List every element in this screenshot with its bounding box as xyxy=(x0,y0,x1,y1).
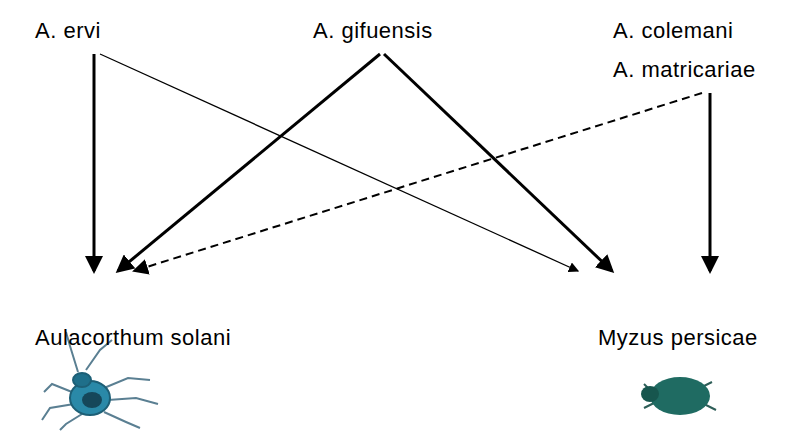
host-arrow xyxy=(134,93,702,271)
aphid-leg xyxy=(44,384,72,392)
species-label-node: A. ervi xyxy=(35,18,101,44)
aphid-body xyxy=(650,377,710,415)
species-label-node: A. matricariae xyxy=(613,57,756,83)
species-name: A. colemani xyxy=(613,18,733,44)
species-name: A. matricariae xyxy=(613,57,756,83)
aphid-leg xyxy=(104,412,140,428)
host-arrow xyxy=(118,54,380,271)
aphid-head xyxy=(641,386,659,402)
aphid-leg xyxy=(108,398,158,404)
species-label-node: Aulacorthum solani xyxy=(35,325,231,351)
species-label-node: A. gifuensis xyxy=(313,18,433,44)
aphid-leg xyxy=(60,414,82,430)
aphid-leg xyxy=(104,378,150,388)
species-name: Myzus persicae xyxy=(598,325,758,351)
species-name: Aulacorthum solani xyxy=(35,325,231,351)
species-label-node: Myzus persicae xyxy=(598,325,758,351)
species-name: A. gifuensis xyxy=(313,18,433,44)
aphid-head xyxy=(73,373,91,387)
host-arrow xyxy=(709,93,712,271)
aphid-leg xyxy=(42,404,74,420)
aphid-mark xyxy=(82,392,102,408)
species-name: A. ervi xyxy=(35,18,101,44)
species-label-node: A. colemani xyxy=(613,18,733,44)
aphid-right xyxy=(641,377,716,415)
host-arrow xyxy=(384,54,612,271)
host-arrow xyxy=(93,54,96,271)
host-arrow xyxy=(100,54,578,271)
